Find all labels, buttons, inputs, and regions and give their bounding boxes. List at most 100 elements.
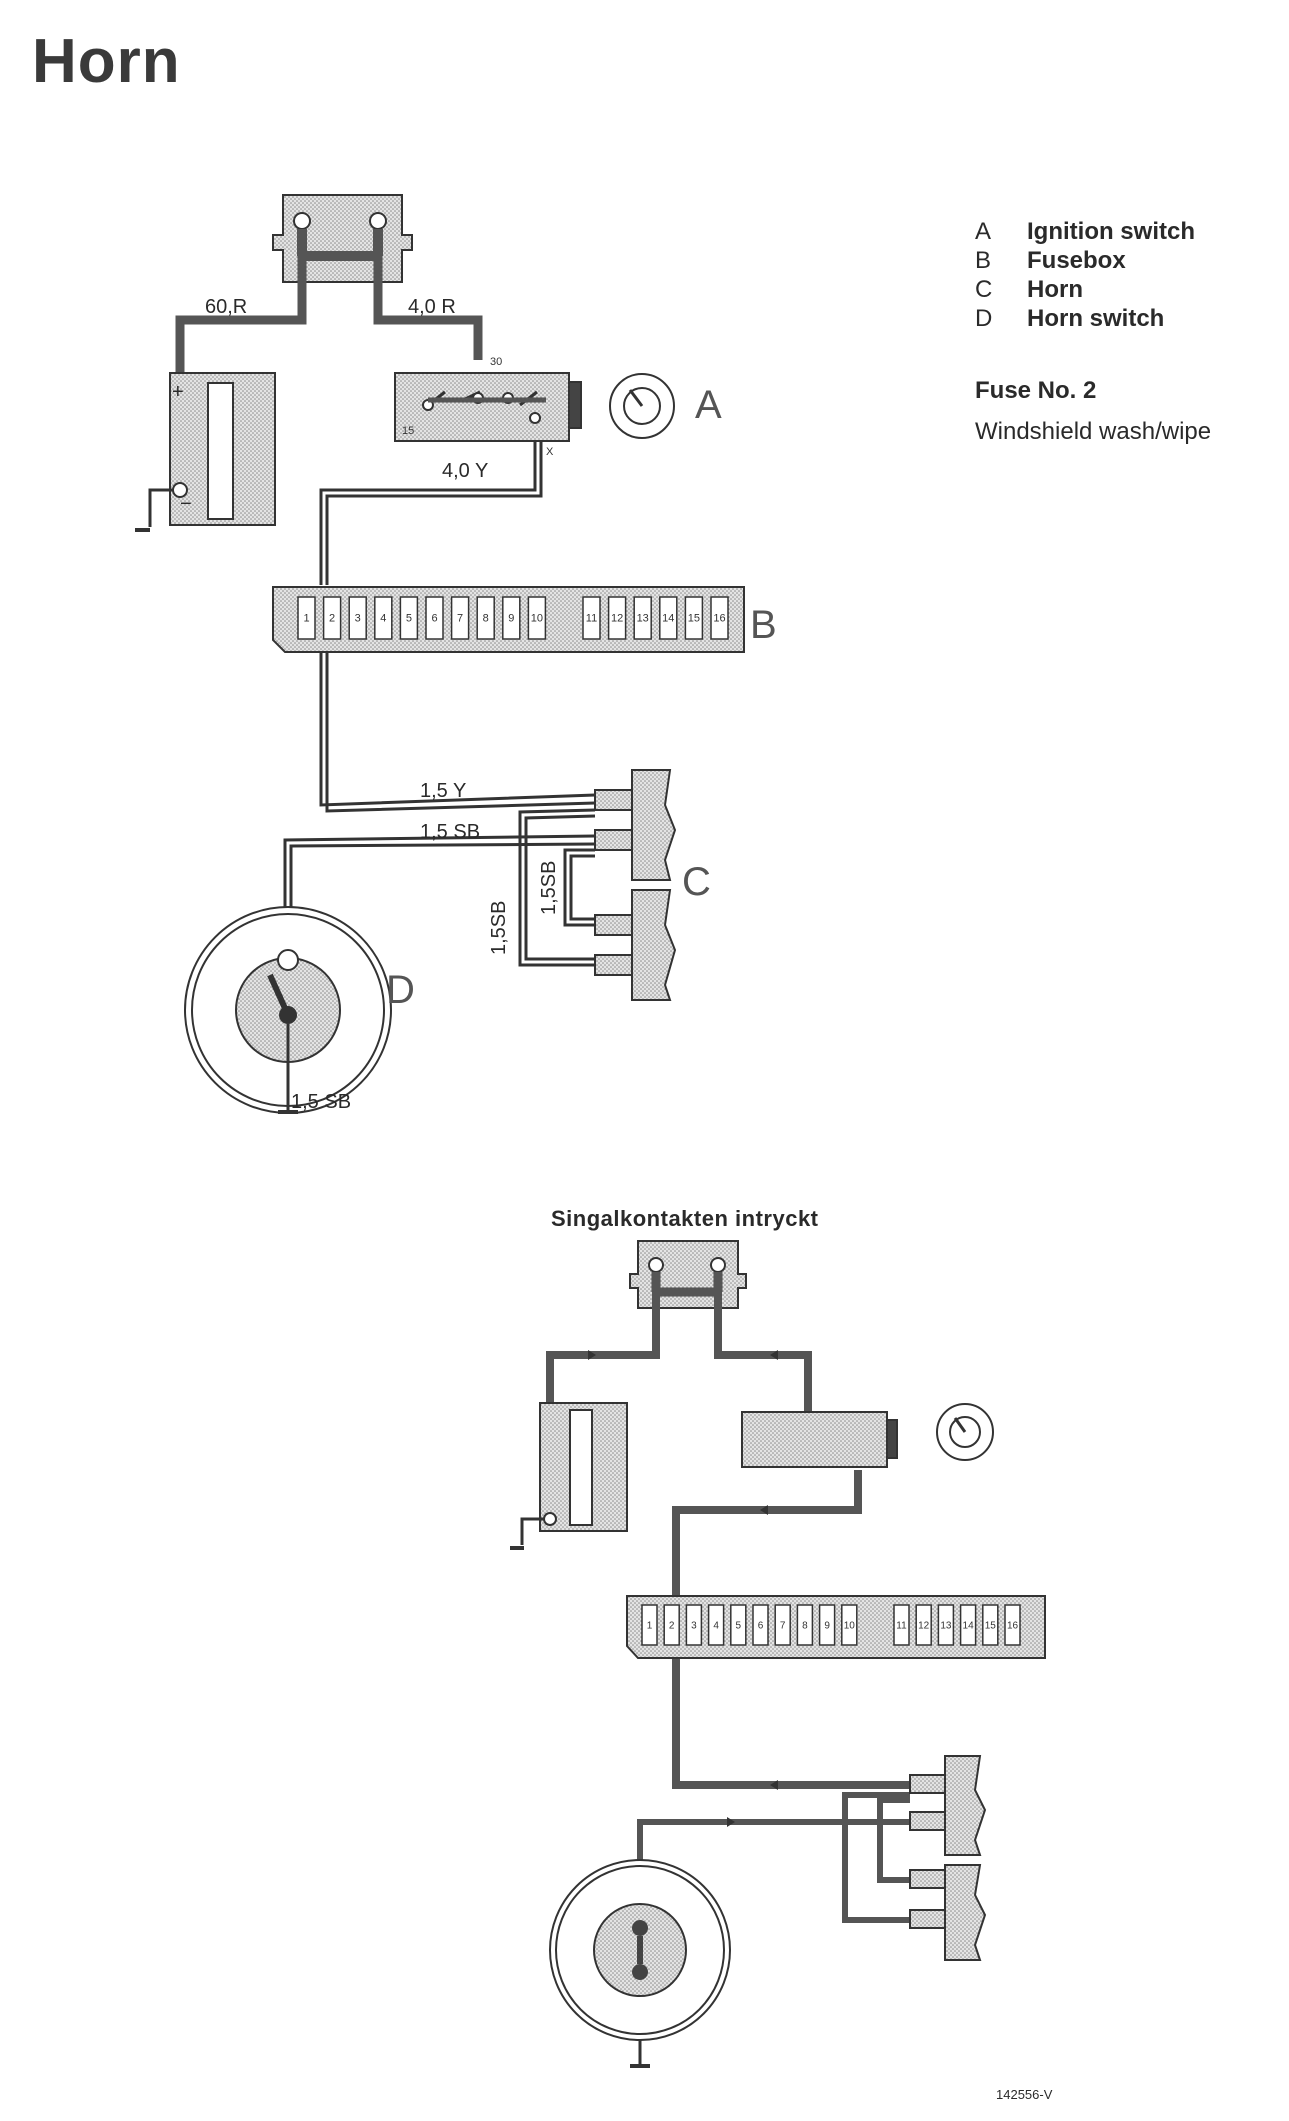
junction-block: [272, 194, 413, 283]
fuse-number: 4: [380, 613, 386, 625]
horn-switch: D: [184, 906, 415, 1114]
fuse-number: 1: [647, 1620, 653, 1631]
wire-label-switch-ground: 1,5 SB: [291, 1091, 351, 1113]
switch-out-wire: [319, 441, 543, 585]
fuse-number: 14: [963, 1620, 975, 1631]
fuse-slot: 7: [774, 1604, 791, 1646]
fuse-slot: 3: [685, 1604, 703, 1646]
legend-row-d: D Horn switch: [975, 305, 1195, 334]
fuse-slot: 8: [796, 1604, 814, 1646]
ignition-switch: 15 30 X A: [394, 356, 722, 458]
fuse-number: 2: [329, 613, 335, 625]
component-a-label: A: [695, 383, 722, 427]
fuse-slot: 11: [582, 596, 601, 640]
fuse-number: 9: [824, 1620, 830, 1631]
fuse-number: 15: [688, 613, 700, 625]
battery: + −: [135, 372, 276, 532]
legend-key: A: [975, 218, 992, 245]
fuse-slot: 13: [633, 596, 652, 640]
fuse-slot: 7: [450, 596, 470, 640]
wire-label-horn-link2: 1,5SB: [538, 861, 560, 915]
lower-diagram-caption: Singalkontakten intryckt: [551, 1206, 819, 1231]
fuse-number: 5: [406, 613, 412, 625]
fuse-slot: 9: [502, 596, 521, 640]
fuse-number: 14: [662, 613, 674, 625]
fuse-slot: 13: [937, 1604, 955, 1646]
page-title: Horn: [32, 27, 181, 96]
wire-label-battery-feed: 60,R: [205, 296, 247, 318]
fuse-number: 6: [758, 1620, 764, 1631]
horn-ground-wire: [283, 834, 596, 930]
fuse-slot: 10: [527, 596, 547, 640]
fuse-number: 6: [431, 613, 437, 625]
fuse-slot: 2: [663, 1604, 680, 1646]
wire-label-horn-link1: 1,5SB: [488, 901, 510, 955]
lower-diagram: [510, 1240, 1046, 2068]
fuse-number: 1: [303, 613, 309, 625]
wire-label-horn-feed: 1,5 Y: [420, 780, 466, 802]
fuse-number: 13: [637, 613, 649, 625]
svg-text:+: +: [172, 381, 184, 403]
legend-key: D: [975, 305, 993, 332]
wire-label-switch-out: 4,0 Y: [442, 460, 488, 482]
fuse-slot: 5: [730, 1604, 747, 1646]
terminal-15-label: 15: [402, 425, 414, 437]
legend-label: Ignition switch: [1027, 218, 1195, 245]
fuse-slot: 4: [707, 1604, 725, 1646]
fuse-number: 16: [713, 613, 725, 625]
fuse-number: 10: [844, 1620, 856, 1631]
fuse-number: 13: [940, 1620, 952, 1631]
fuse-title: Fuse No. 2: [975, 377, 1097, 404]
horn-link-wires: [518, 808, 596, 967]
component-c-label: C: [682, 860, 711, 904]
fuse-slot: 5: [399, 596, 419, 640]
fuse-number: 11: [586, 613, 597, 625]
horn-upper: [594, 769, 677, 881]
fuse-slot: 9: [818, 1604, 836, 1646]
fuse-slot: 4: [374, 596, 393, 640]
fuse-number: 2: [669, 1620, 675, 1631]
fuse-number: 12: [611, 613, 623, 625]
fuse-slot: 15: [982, 1604, 999, 1646]
switch-feed-wire: [373, 256, 483, 360]
legend-label: Fusebox: [1027, 247, 1126, 274]
fuse-number: 8: [483, 613, 489, 625]
ignition-switch-lower: [741, 1403, 994, 1468]
component-d-label: D: [386, 968, 415, 1012]
fuse-slot: 14: [659, 596, 678, 640]
component-b-label: B: [750, 603, 777, 647]
fuse-number: 7: [457, 613, 463, 625]
fuse-slot: 14: [959, 1604, 977, 1646]
fuse-slot: 8: [476, 596, 495, 640]
fuse-subtitle: Windshield wash/wipe: [975, 418, 1212, 445]
fuse-slot: 16: [1004, 1604, 1021, 1646]
document-number: 142556-V: [996, 2087, 1053, 2102]
legend-label: Horn switch: [1027, 305, 1165, 332]
fuse-slot: 12: [915, 1604, 932, 1646]
horn-switch-lower: [549, 1859, 731, 2068]
fuse-slot: 6: [425, 596, 444, 640]
fuse-number: 16: [1007, 1620, 1019, 1631]
fuse-slot: 1: [297, 596, 316, 640]
fuse-number: 15: [985, 1620, 997, 1631]
fuse-number: 11: [896, 1620, 907, 1631]
fuse-number: 10: [531, 613, 543, 625]
terminal-x-label: X: [546, 446, 554, 458]
fuse-number: 3: [691, 1620, 697, 1631]
fuse-number: 9: [508, 613, 514, 625]
junction-block-lower: [629, 1240, 747, 1309]
fuse-slot: 2: [322, 596, 342, 640]
horn-lower-lower: [909, 1864, 987, 1961]
fuse-slot: 1: [641, 1604, 658, 1646]
fuse-slot: 16: [710, 596, 729, 640]
wire-label-horn-ground: 1,5 SB: [420, 821, 480, 843]
fuse-number: 4: [713, 1620, 719, 1631]
horn-lower-upper: [909, 1755, 987, 1856]
terminal-30-label: 30: [490, 356, 502, 368]
upper-diagram: + − 15 30 X A 60,R 4,0 R: [135, 194, 777, 1114]
